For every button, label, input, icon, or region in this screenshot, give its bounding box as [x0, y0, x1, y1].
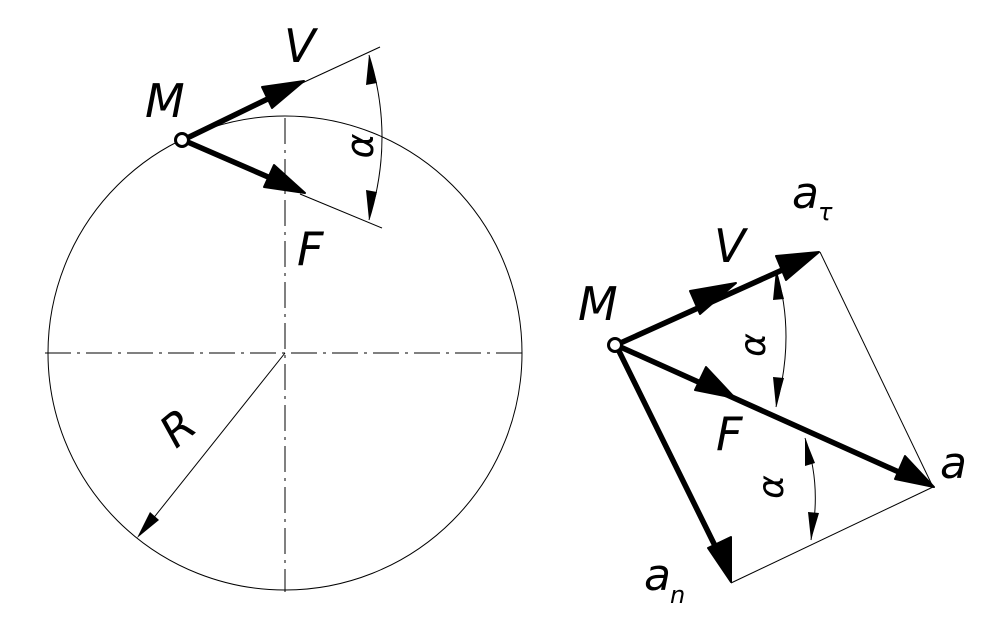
angle-arc-arrowhead-top: [366, 55, 377, 85]
lower-angle-arrowhead-bottom: [808, 512, 819, 540]
right-point-m-marker: [607, 337, 623, 353]
tangential-acceleration-arrowhead: [775, 251, 820, 281]
lower-angle-label: α: [751, 475, 792, 499]
force-extension-line: [299, 193, 383, 229]
force-arrowhead: [263, 164, 306, 194]
total-acceleration-label: a: [940, 438, 967, 489]
left-force-label: F: [297, 222, 324, 276]
radius-line: [139, 352, 286, 536]
total-acceleration-vector: [613, 342, 915, 481]
radius-arrowhead: [137, 512, 159, 538]
normal-acceleration-vector: [613, 342, 725, 563]
right-figure: M V F a τ a a n α α: [578, 168, 967, 609]
angle-arc-arrowhead-bottom: [366, 190, 377, 220]
upper-angle-arrowhead-top: [773, 270, 784, 300]
velocity-extension-line: [299, 46, 381, 85]
upper-angle-arrowhead-bottom: [773, 377, 784, 407]
normal-acceleration-arrowhead: [707, 536, 732, 583]
tangential-acceleration-subscript: τ: [818, 198, 833, 226]
right-force-label: F: [716, 407, 743, 461]
upper-angle-label: α: [733, 333, 774, 357]
normal-acceleration-label: a: [644, 550, 671, 601]
normal-to-total-line: [730, 486, 934, 584]
velocity-vector: [180, 90, 283, 143]
tangential-to-total-line: [819, 251, 934, 488]
right-velocity-label: V: [714, 219, 749, 273]
left-figure: M V F α R: [45, 19, 524, 592]
total-acceleration-arrowhead: [894, 455, 935, 488]
tangential-acceleration-label: a: [792, 168, 819, 219]
lower-angle-arrowhead-top: [805, 438, 815, 466]
velocity-arrowhead-right: [689, 282, 737, 315]
right-point-label: M: [578, 277, 618, 331]
left-velocity-label: V: [284, 19, 319, 73]
point-m-marker: [174, 132, 190, 148]
left-point-label: M: [145, 74, 185, 128]
velocity-arrowhead: [261, 80, 305, 109]
force-arrowhead-right: [694, 366, 736, 399]
normal-acceleration-subscript: n: [670, 581, 685, 609]
radius-label: R: [150, 399, 206, 458]
force-vector: [180, 137, 285, 186]
left-angle-label: α: [338, 133, 382, 158]
